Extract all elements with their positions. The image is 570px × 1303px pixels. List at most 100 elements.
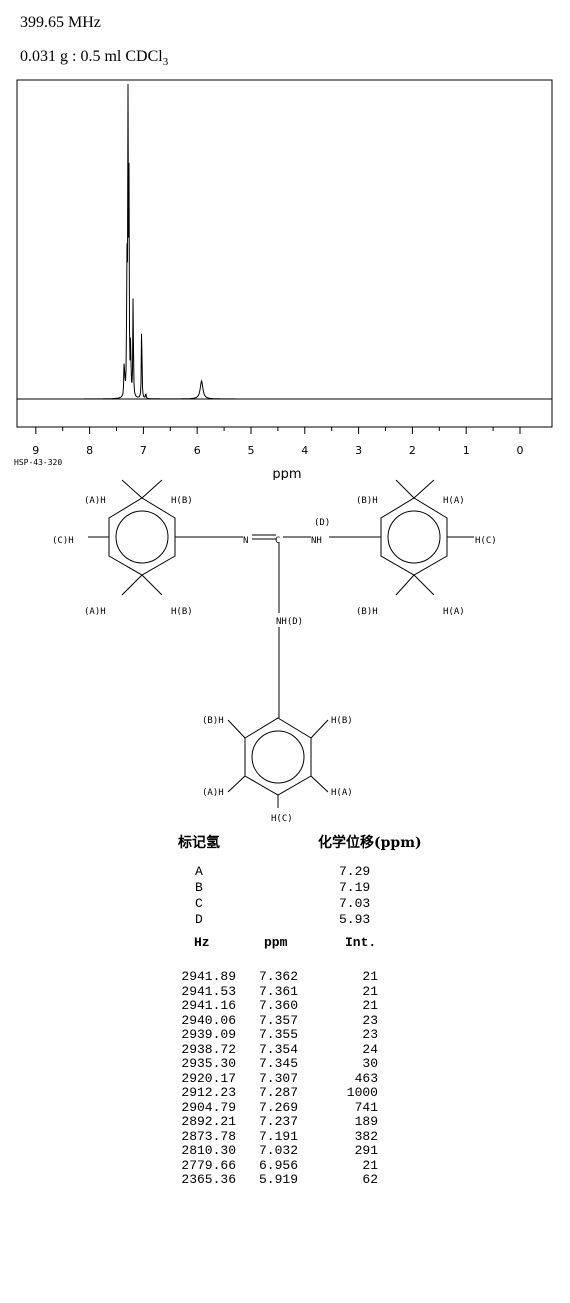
assignment-header-shift: 化学位移(ppm) (318, 835, 422, 851)
ring-left-circle (115, 510, 169, 564)
spectrometer-frequency: 399.65 MHz (20, 14, 101, 31)
sample-description: 0.031 g : 0.5 ml CDCl3 (20, 48, 168, 68)
peak-hz: 2873.78 (181, 1128, 236, 1144)
assignment-label-d: D (195, 912, 203, 927)
x-tick-label: 1 (463, 444, 470, 457)
peak-int: 189 (354, 1114, 378, 1129)
peak-ppm: 7.355 (258, 1027, 298, 1042)
peak-ppm: 7.345 (258, 1056, 298, 1071)
peak-row: 2941.53 7.361 21 (172, 983, 378, 1000)
label-c: C (275, 536, 280, 546)
peak-int: 21 (362, 998, 378, 1013)
peak-hz: 2810.30 (181, 1143, 236, 1158)
peak-int: 463 (354, 1070, 378, 1086)
peak-int: 21 (362, 969, 378, 984)
x-tick-label: 4 (301, 444, 308, 457)
x-tick-label: 7 (140, 444, 147, 457)
label-nh-d: NH (311, 536, 322, 546)
peak-row: 2939.09 7.355 23 (172, 1027, 378, 1043)
sample-text: 0.031 g : 0.5 ml CDCl (20, 48, 163, 65)
label-b1: H(B) (171, 496, 193, 506)
x-tick-label: 2 (409, 444, 416, 457)
peak-int: 382 (354, 1128, 378, 1144)
peak-hz: 2939.09 (181, 1027, 236, 1042)
assignment-header-label: 标记氢 (178, 835, 220, 851)
peak-int: 21 (362, 1157, 378, 1173)
assignment-label-c: C (195, 896, 203, 911)
label-d: (D) (314, 518, 330, 528)
x-tick-label: 5 (248, 444, 255, 457)
assignment-shift-c: 7.03 (339, 896, 371, 911)
label-b6: H(B) (331, 716, 353, 726)
peak-int: 24 (362, 1041, 378, 1057)
peak-ppm: 7.237 (258, 1114, 298, 1129)
label-b2: H(B) (171, 607, 193, 617)
peak-ppm: 7.361 (258, 983, 298, 999)
peak-ppm: 7.287 (258, 1085, 298, 1100)
peak-row: 2892.21 7.237 189 (172, 1114, 378, 1130)
peak-hz: 2941.16 (181, 998, 236, 1013)
peak-ppm: 7.357 (258, 1012, 298, 1028)
peak-hz: 2938.72 (181, 1041, 236, 1057)
peak-int: 21 (362, 983, 378, 999)
ring-bottom-circle (251, 730, 305, 784)
peak-hz: 2904.79 (181, 1099, 236, 1115)
peak-hz: 2941.53 (181, 983, 236, 999)
peak-row: 2941.16 7.360 21 (172, 998, 378, 1014)
label-a2: (A)H (84, 607, 106, 617)
label-c1: (C)H (52, 536, 74, 546)
label-c3: H(C) (475, 536, 497, 546)
assignment-shift-d: 5.93 (339, 912, 371, 927)
peak-hz: 2941.89 (181, 969, 236, 984)
peak-ppm: 7.362 (258, 969, 298, 984)
peak-ppm: 6.956 (258, 1157, 298, 1173)
spectrum-trace (17, 83, 552, 400)
peak-header-ppm: ppm (264, 935, 288, 950)
peak-row: 2873.78 7.191 382 (172, 1128, 378, 1145)
label-b4: (B)H (356, 607, 378, 617)
x-tick-label: 6 (194, 444, 201, 457)
label-c5: H(C) (271, 814, 293, 824)
ring-right-circle (387, 510, 441, 564)
peak-hz: 2892.21 (181, 1114, 236, 1129)
label-nhd2: NH(D) (276, 617, 303, 627)
molecule-structure: (A)H H(B) (C)H (A)H H(B) N C NH (D) (B)H… (52, 479, 497, 824)
assignment-shift-a: 7.29 (339, 864, 371, 879)
spectrum-frame (16, 79, 553, 428)
peak-ppm: 5.919 (258, 1172, 298, 1187)
peak-header-hz: Hz (194, 935, 210, 950)
x-axis-label: ppm (272, 467, 301, 480)
label-a3: H(A) (443, 496, 465, 506)
assignment-label-b: B (195, 880, 203, 895)
peak-table: 2941.89 7.362 21 2941.53 7.361 21 2941.16 7.360… (172, 969, 378, 1188)
assignment-label-a: A (195, 864, 203, 879)
spectrum-code: HSP-43-320 (14, 458, 63, 467)
peak-ppm: 7.269 (258, 1099, 298, 1115)
peak-ppm: 7.191 (258, 1128, 298, 1144)
peak-hz: 2935.30 (181, 1056, 236, 1071)
peak-row: 2779.66 6.956 21 (172, 1157, 378, 1174)
label-b5: (B)H (202, 716, 224, 726)
sample-subscript: 3 (162, 56, 169, 69)
peak-ppm: 7.360 (258, 998, 298, 1013)
label-a1: (A)H (84, 496, 106, 506)
peak-header-int: Int. (345, 935, 377, 950)
label-a4: H(A) (443, 607, 465, 617)
x-tick-label: 9 (32, 444, 39, 457)
peak-int: 23 (362, 1027, 378, 1042)
label-a5: (A)H (202, 788, 224, 798)
peak-hz: 2779.66 (181, 1157, 236, 1173)
peak-hz: 2920.17 (181, 1070, 236, 1086)
assignment-shift-b: 7.19 (339, 880, 371, 895)
x-tick-label: 8 (86, 444, 93, 457)
